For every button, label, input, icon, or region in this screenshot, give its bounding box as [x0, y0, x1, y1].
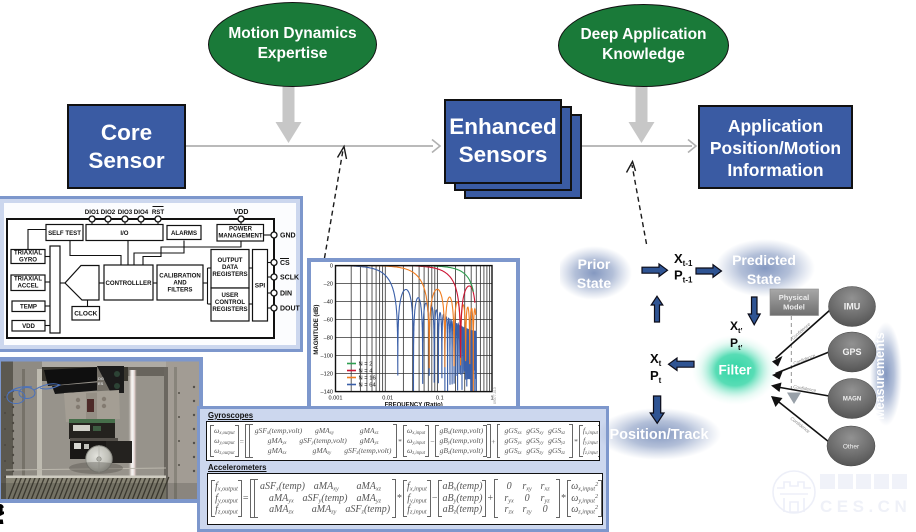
svg-text:–100: –100 [321, 354, 333, 360]
svg-text:N = 16: N = 16 [359, 376, 376, 382]
svg-text:MAGNITUDE (dB): MAGNITUDE (dB) [314, 305, 320, 355]
svg-text:DATA: DATA [222, 264, 239, 271]
svg-text:USER: USER [222, 292, 240, 299]
svg-text:0.01: 0.01 [382, 396, 393, 402]
svg-text:RST: RST [152, 209, 165, 216]
svg-text:Xt: Xt [650, 351, 662, 368]
svg-text:State: State [747, 271, 781, 287]
svg-text:REGISTERS: REGISTERS [212, 271, 247, 278]
svg-text:SPI: SPI [255, 283, 266, 290]
svg-text:Position/Track: Position/Track [609, 427, 709, 443]
svg-text:I/O: I/O [120, 230, 128, 237]
svg-text:DOUT: DOUT [280, 306, 301, 313]
svg-text:TRIAXIAL: TRIAXIAL [14, 276, 42, 283]
svg-text:SCLK: SCLK [280, 275, 299, 282]
svg-text:CONTROLLLER: CONTROLLLER [105, 280, 152, 287]
svg-text:0.1: 0.1 [436, 396, 444, 402]
svg-text:Xt’: Xt’ [730, 319, 743, 335]
svg-text:1: 1 [490, 396, 493, 402]
svg-text:SELF TEST: SELF TEST [48, 230, 81, 237]
svg-text:Predicted: Predicted [732, 252, 796, 268]
svg-text:–140: –140 [321, 390, 333, 396]
svg-text:0: 0 [330, 264, 333, 270]
svg-text:FILTERS: FILTERS [168, 287, 193, 294]
svg-text:Xt-1: Xt-1 [674, 251, 693, 268]
svg-text:ES: ES [98, 381, 104, 386]
svg-text:Measurements: Measurements [873, 332, 887, 420]
svg-text:DIN: DIN [280, 291, 292, 298]
svg-text:MAGN: MAGN [843, 397, 861, 403]
svg-text:OUTPUT: OUTPUT [217, 257, 242, 264]
svg-text:GYRO: GYRO [19, 257, 37, 264]
svg-text:REGISTERS: REGISTERS [212, 306, 247, 313]
svg-text:–80: –80 [324, 336, 333, 342]
svg-text:DIO3: DIO3 [118, 209, 133, 216]
svg-text:Filter: Filter [718, 363, 752, 378]
svg-text:State: State [577, 275, 611, 291]
svg-text:TRIAXIAL: TRIAXIAL [14, 250, 42, 257]
svg-text:N = 4: N = 4 [359, 369, 374, 375]
svg-text:ALARMS: ALARMS [171, 230, 197, 237]
svg-text:N = 2: N = 2 [359, 362, 373, 368]
svg-text:Confidence: Confidence [793, 384, 817, 393]
svg-text:DG: DG [98, 376, 104, 381]
svg-text:DIO2: DIO2 [101, 209, 116, 216]
svg-text:IMU: IMU [844, 302, 861, 312]
svg-text:–40: –40 [324, 300, 333, 306]
svg-text:GND: GND [280, 233, 296, 240]
svg-text:GPS: GPS [842, 347, 861, 357]
svg-text:POWER: POWER [229, 226, 253, 233]
svg-text:CES.CN: CES.CN [820, 497, 911, 516]
svg-text:CS: CS [280, 260, 290, 267]
svg-text:AND: AND [173, 280, 187, 287]
svg-text:VDD: VDD [22, 323, 35, 330]
svg-text:Pt-1: Pt-1 [674, 268, 693, 285]
svg-text:–120: –120 [321, 372, 333, 378]
svg-text:CALIBRATION: CALIBRATION [159, 273, 201, 280]
svg-text:Pt: Pt [650, 368, 662, 385]
svg-text:CLOCK: CLOCK [74, 311, 97, 318]
svg-text:DIO1: DIO1 [85, 209, 100, 216]
svg-text:Prior: Prior [578, 256, 611, 272]
svg-text:Physical: Physical [779, 293, 809, 302]
svg-text:–60: –60 [324, 318, 333, 324]
svg-text:Model: Model [783, 303, 805, 312]
svg-text:MANAGEMENT: MANAGEMENT [218, 233, 263, 240]
svg-text:VDD: VDD [234, 209, 249, 216]
svg-text:09377-013: 09377-013 [493, 387, 497, 404]
svg-text:Confidence: Confidence [790, 321, 811, 340]
svg-text:Confidence: Confidence [793, 353, 817, 366]
svg-text:0.001: 0.001 [329, 396, 343, 402]
svg-text:Other: Other [843, 444, 860, 451]
svg-text:FREQUENCY (Ratio): FREQUENCY (Ratio) [385, 402, 443, 408]
svg-text:–20: –20 [324, 282, 333, 288]
svg-text:CONTROL: CONTROL [215, 299, 245, 306]
svg-text:ACCEL: ACCEL [18, 283, 39, 290]
svg-text:DIO4: DIO4 [134, 209, 149, 216]
svg-text:N = 64: N = 64 [359, 383, 377, 389]
svg-text:TEMP: TEMP [20, 304, 37, 311]
